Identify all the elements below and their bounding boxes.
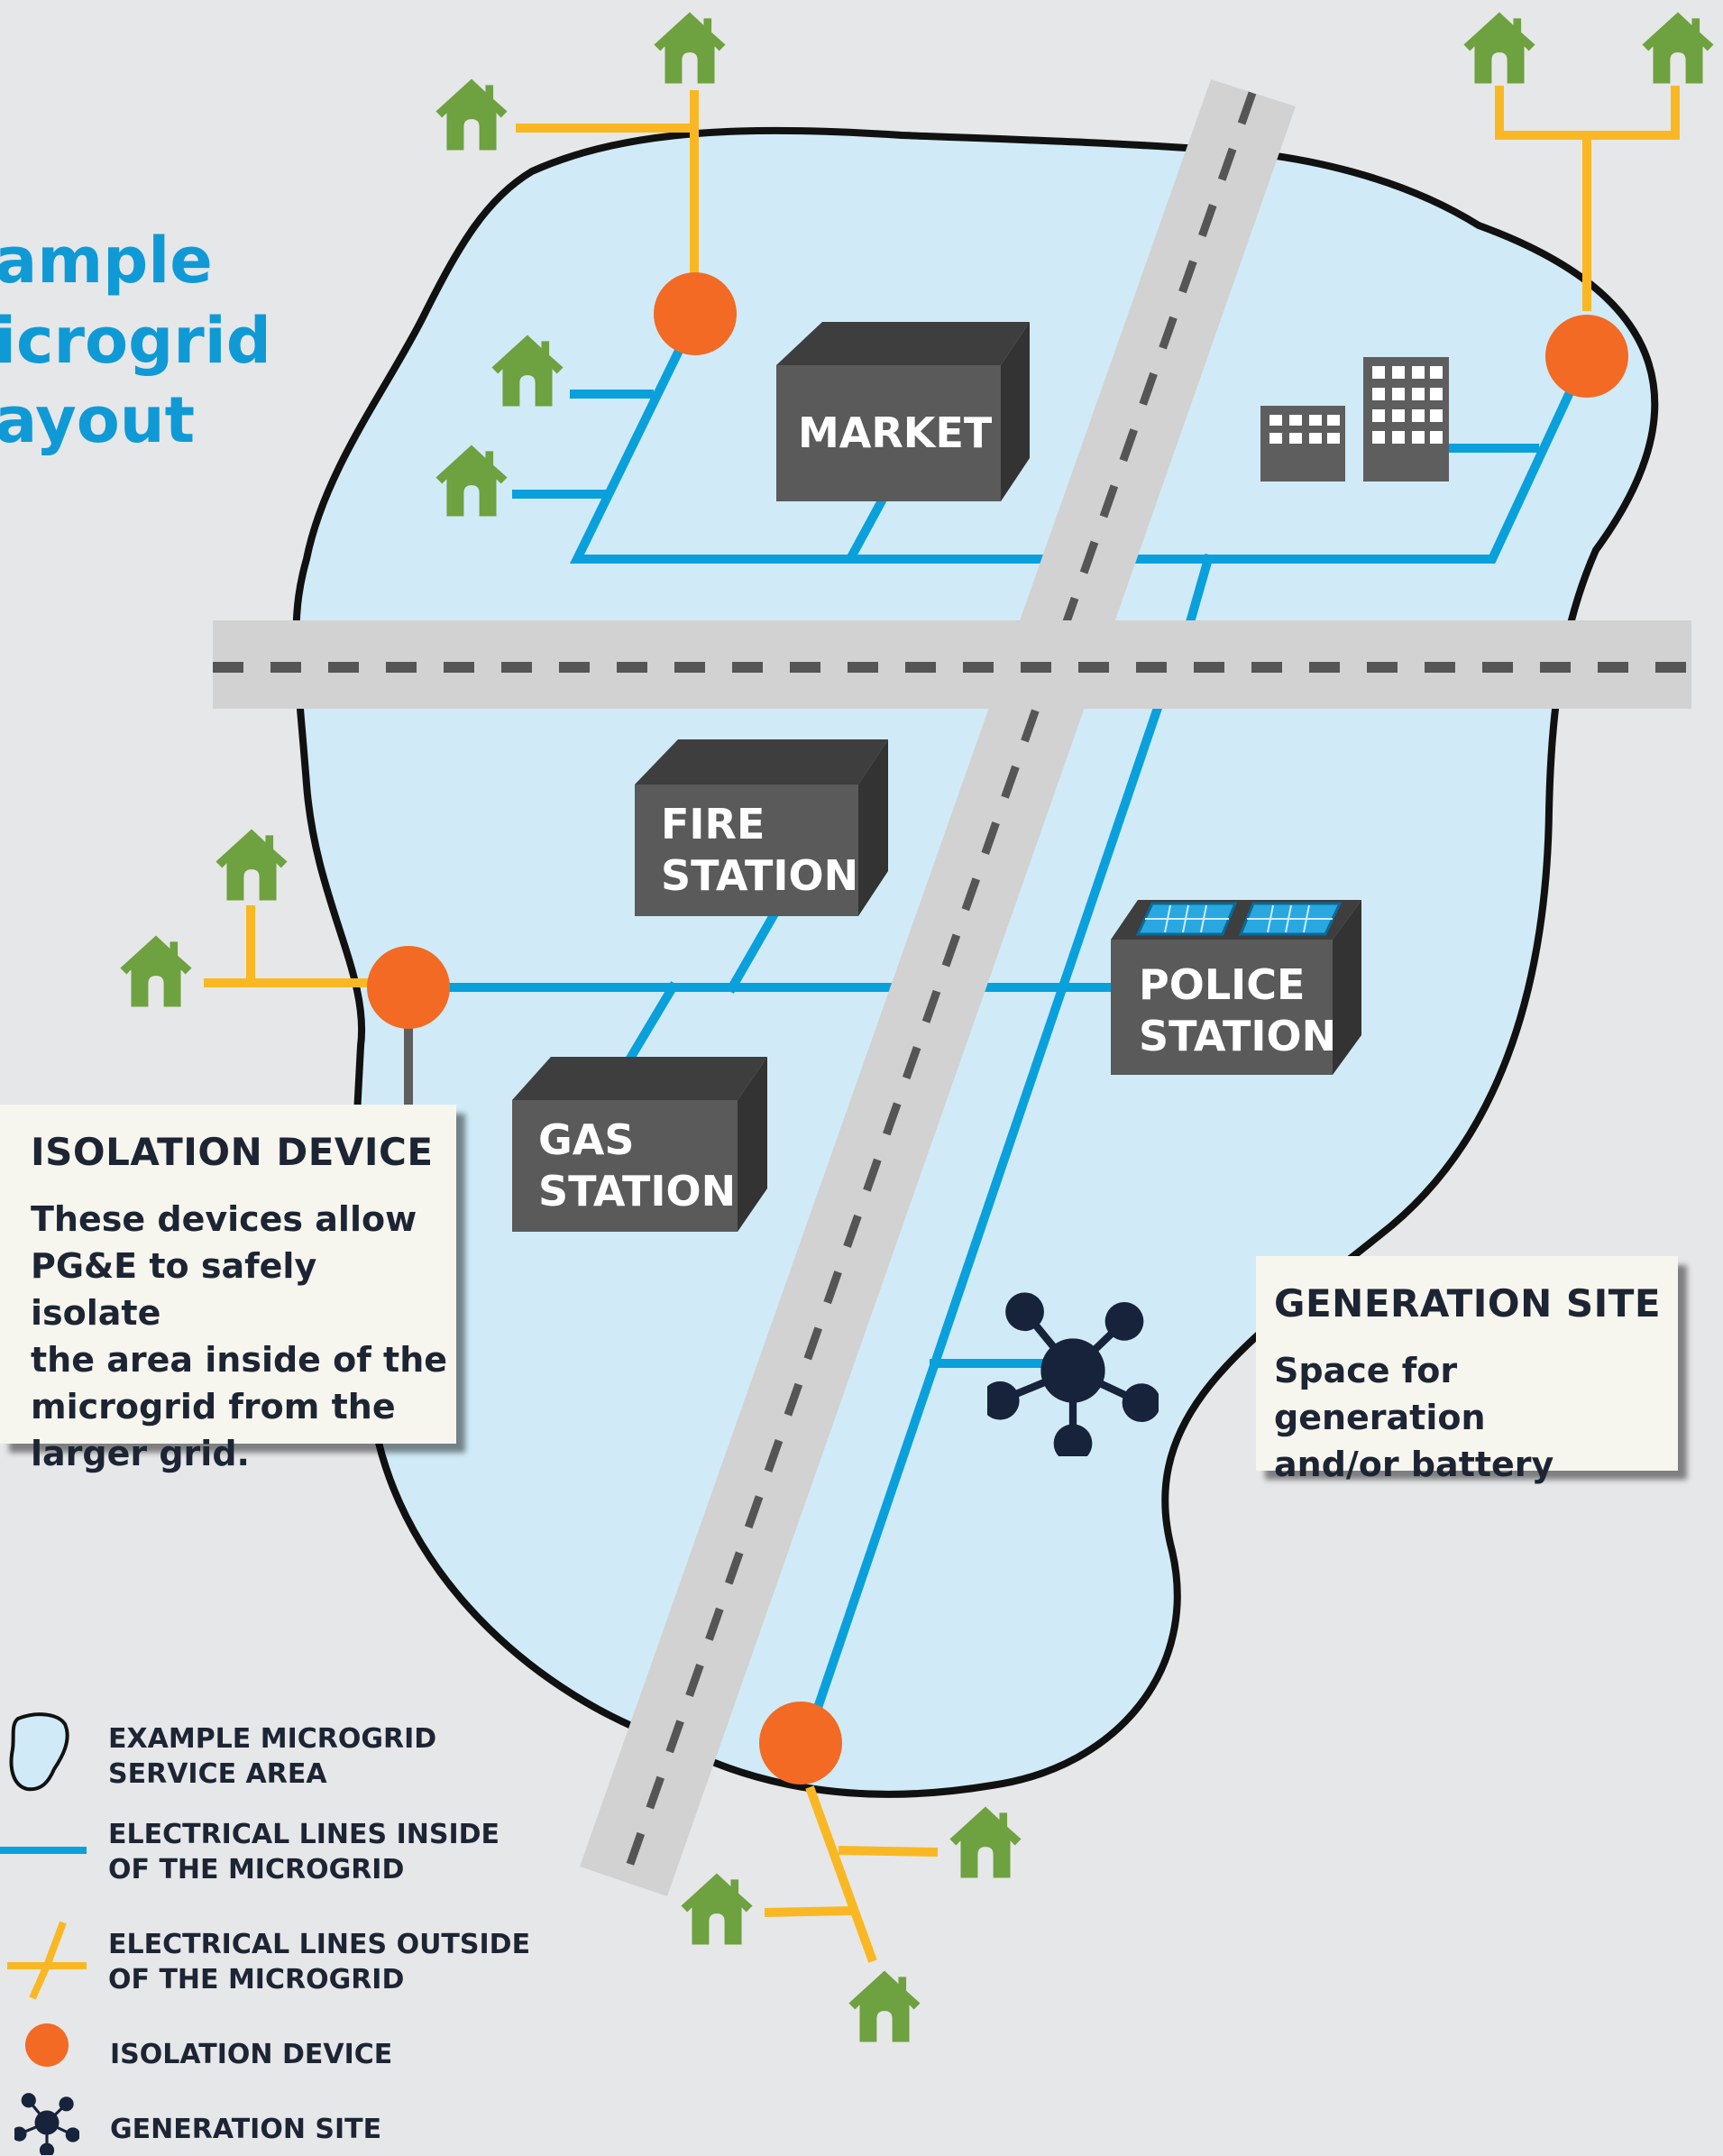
inside-line-north-loop [569, 309, 1595, 564]
inside-electrical-lines [406, 309, 1595, 1754]
legend-label-generation-site: GENERATION SITE [110, 2114, 381, 2145]
fire-station-label-line-2: STATION [661, 851, 858, 900]
fire-station-building: FIRE STATION [635, 739, 888, 916]
gas-station-label-line-2: STATION [538, 1167, 736, 1216]
isolation-devices [367, 272, 1628, 1784]
house-icon [654, 12, 726, 84]
outside-line-south-east [838, 1846, 939, 1857]
gas-station-building: GAS STATION [512, 1057, 767, 1232]
generation-site-callout-body: Space for generation and/or battery [1274, 1347, 1678, 1488]
title-line-1: ample [0, 224, 213, 298]
legend-label-microgrid-area-2: SERVICE AREA [108, 1758, 327, 1790]
diagonal-road [580, 79, 1296, 1896]
legend-label-inside-lines-1: ELECTRICAL LINES INSIDE [108, 1819, 499, 1850]
isolation-device-callout-title: ISOLATION DEVICE [31, 1130, 434, 1174]
horizontal-road [213, 620, 1691, 709]
legend: EXAMPLE MICROGRID SERVICE AREA ELECTRICA… [0, 1712, 530, 2155]
outside-line-south-west [764, 1906, 856, 1917]
generation-site-callout-line: Space for generation [1274, 1351, 1486, 1437]
inside-line-south-drop [1184, 553, 1214, 628]
isolation-device-callout-line: larger grid. [31, 1434, 250, 1473]
isolation-device-northeast [1545, 315, 1628, 398]
office-buildings [1260, 357, 1449, 482]
generation-site-callout-title: GENERATION SITE [1274, 1281, 1662, 1326]
outside-electrical-lines [204, 86, 1680, 1963]
house-icon [120, 935, 192, 1007]
diagram-title: ample icrogrid ayout [0, 224, 271, 457]
police-station-building: POLICE STATION [1111, 900, 1361, 1075]
isolation-device-callout-line: These devices allow [31, 1199, 417, 1239]
isolation-device-callout-line: the area inside of the [31, 1340, 448, 1380]
isolation-device-south [759, 1702, 842, 1784]
legend-label-isolation-device: ISOLATION DEVICE [110, 2039, 392, 2070]
house-icon [1463, 12, 1535, 84]
legend-label-outside-lines-2: OF THE MICROGRID [108, 1964, 404, 1995]
outside-line-ne-branch [1495, 86, 1680, 140]
legend-label-inside-lines-2: OF THE MICROGRID [108, 1854, 404, 1885]
market-label: MARKET [798, 408, 993, 457]
house-icon [949, 1806, 1022, 1878]
legend-label-microgrid-area-1: EXAMPLE MICROGRID [108, 1723, 436, 1755]
inside-line-gas-branch [625, 981, 679, 1063]
isolation-callout-post [404, 1019, 413, 1109]
isolation-device-callout-line: PG&E to safely isolate [31, 1246, 317, 1333]
inside-line-trunk [798, 699, 1165, 1754]
isolation-device-west [367, 946, 450, 1029]
generation-site-callout-line: and/or battery [1274, 1445, 1554, 1484]
outside-line-icon [7, 1921, 87, 2000]
generation-site-legend-icon [14, 2091, 79, 2155]
generation-site-callout: GENERATION SITE Space for generation and… [1256, 1256, 1678, 1484]
house-icon [681, 1873, 753, 1945]
isolation-device-callout: ISOLATION DEVICE These devices allow PG&… [0, 1105, 456, 1473]
house-icon [1642, 12, 1714, 84]
isolation-device-north [654, 272, 737, 355]
inside-line-market-branch [845, 488, 892, 564]
police-station-label-line-1: POLICE [1139, 960, 1305, 1009]
house-icon [848, 1970, 921, 2042]
house-icon [215, 829, 288, 901]
microgrid-area-icon [9, 1712, 69, 1792]
title-line-3: ayout [0, 383, 195, 457]
isolation-device-icon [25, 2023, 69, 2067]
solar-panel-icon [1135, 902, 1343, 936]
outside-line-south-trunk [805, 1785, 877, 1963]
fire-station-label-line-1: FIRE [661, 800, 765, 849]
title-line-2: icrogrid [0, 304, 271, 378]
market-building: MARKET [776, 322, 1030, 501]
police-station-label-line-2: STATION [1139, 1012, 1336, 1060]
house-icon [435, 78, 508, 151]
isolation-device-callout-line: microgrid from the [31, 1387, 396, 1427]
legend-label-outside-lines-1: ELECTRICAL LINES OUTSIDE [108, 1929, 530, 1960]
gas-station-label-line-1: GAS [538, 1115, 635, 1164]
isolation-device-callout-body: These devices allow PG&E to safely isola… [31, 1196, 456, 1477]
inside-line-fire-branch [726, 909, 780, 994]
